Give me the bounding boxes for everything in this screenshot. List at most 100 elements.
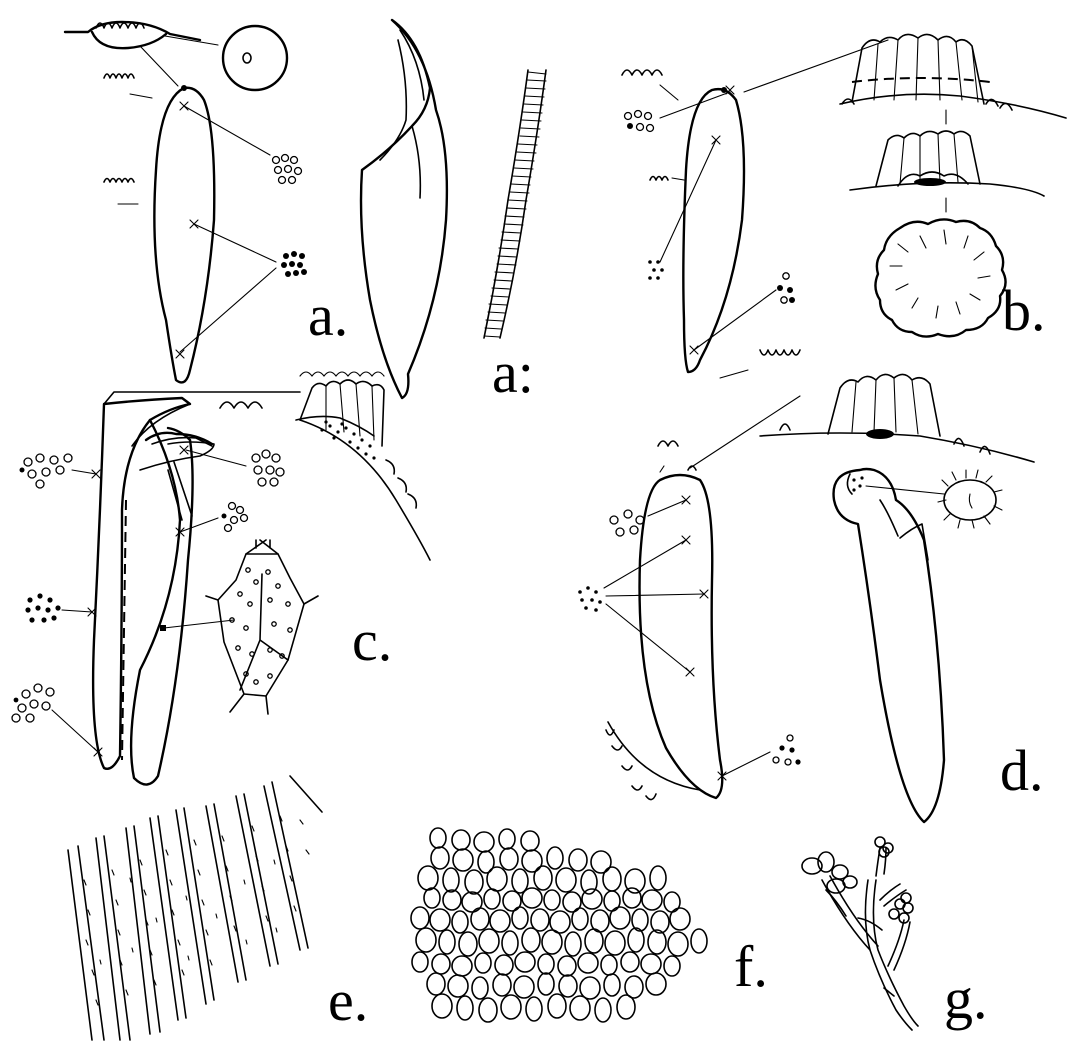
mosaic-cell [605,931,625,955]
mosaic-cell [512,907,528,929]
mosaic-cell [416,928,436,952]
mosaic-cell [448,975,468,997]
dot-cluster-b2 [648,260,664,280]
dot-cluster-c4 [25,593,60,622]
mosaic-cell [641,954,661,974]
mosaic-cell [569,849,587,871]
cell-body-b [683,89,744,372]
mosaic-cell [522,928,540,952]
mosaic-cell [430,909,450,931]
label-b: b. [1002,278,1046,343]
mosaic-cell [570,996,590,1020]
mosaic-cell [439,930,455,954]
mosaic-cell [443,890,461,910]
mosaic-cell [452,830,470,850]
label-f: f. [734,934,768,999]
mosaic-cell [591,851,611,873]
mosaic-cell [623,888,641,908]
mosaic-cell [621,952,639,972]
mosaic-cell [412,952,428,972]
mosaic-cell [556,868,576,892]
crown-detail-d [760,374,1034,462]
mosaic-cell [457,996,473,1020]
mosaic-cell [601,955,617,975]
mosaic-cell [472,977,488,999]
mosaic-cell [499,829,515,849]
mosaic-cell [544,890,560,910]
mosaic-cell [628,928,644,952]
mosaic-cell [547,847,563,869]
mosaic-cell [534,866,552,890]
crown-detail-top [840,34,1066,118]
cell-mosaic [411,828,707,1022]
mosaic-cell [617,995,635,1019]
mosaic-cell [490,910,510,932]
label-a: a. [308,283,348,348]
mosaic-cell [431,847,449,869]
dot-cluster-a2 [281,251,307,277]
mosaic-cell [471,908,489,930]
mosaic-cell [668,932,688,956]
mosaic-cell [538,954,554,974]
mosaic-cell [514,976,534,998]
label-c: c. [352,608,392,673]
mosaic-cell [572,908,588,930]
cell-side-view-d [834,469,944,822]
mosaic-cell [427,973,445,995]
mosaic-cell [443,868,459,892]
spore-heads [802,837,913,923]
mosaic-cell [585,929,603,953]
crown-detail-middle [850,131,1044,196]
mosaic-cell [495,955,513,975]
mosaic-cell [432,994,452,1018]
mosaic-cell [453,849,473,871]
scalloped-disc [875,219,1005,336]
cell-body-d [640,475,723,798]
label-g: g. [944,966,988,1031]
label-a-prime: a: [492,340,534,405]
mosaic-cell [642,890,662,910]
dot-cluster-c5 [12,684,54,722]
label-e: e. [328,968,368,1033]
mosaic-cell [515,952,535,972]
dot-cluster-b1 [625,111,654,132]
mosaic-cell [452,911,468,933]
dot-cluster-d3 [773,735,801,765]
panel-f: f. [411,828,768,1022]
mosaic-cell [474,832,494,852]
dot-cluster-c1 [20,454,73,488]
mosaic-cell [493,974,511,996]
dot-cluster-c2 [252,450,284,486]
mosaic-cell [582,889,602,909]
mosaic-cell [475,953,491,973]
panel-d: d. [578,374,1043,822]
panel-g: g. [802,837,988,1031]
dot-cluster-d2 [578,586,602,612]
mosaic-cell [664,956,680,976]
striated-filament [484,70,546,338]
panel-b: b. [622,34,1066,378]
dot-cluster-a1 [273,155,302,184]
mosaic-cell [424,888,440,908]
dot-cluster-d1 [610,510,644,536]
panel-a-prime: a: [361,20,546,405]
mosaic-cell [581,870,597,894]
mosaic-cell [595,998,611,1022]
mosaic-cell [522,850,542,872]
mosaic-cell [565,932,581,956]
mosaic-cell [610,907,630,929]
mosaic-cell [650,866,666,890]
panel-e: e. [68,776,368,1040]
mosaic-cell [578,953,598,973]
mosaic-cell [542,930,562,954]
mosaic-cell [691,929,707,953]
mosaic-cell [484,889,500,909]
mosaic-cell [651,911,669,933]
stippled-base-c [320,420,375,459]
mosaic-cell [646,973,666,995]
mosaic-cell [479,998,497,1022]
ciliate-cell [938,470,1002,528]
mosaic-cell [603,867,621,891]
